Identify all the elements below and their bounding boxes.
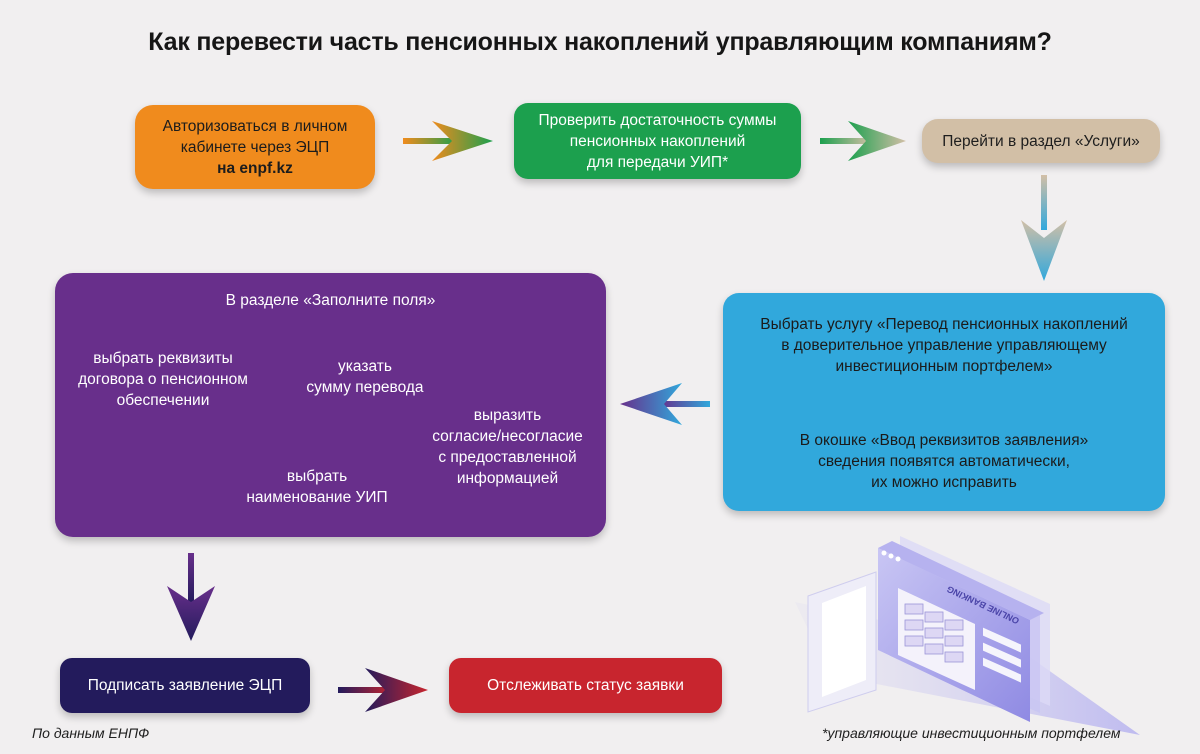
step-choose-line2: в доверительное управление управляющему — [781, 337, 1107, 354]
arrow-login-to-check — [403, 121, 493, 161]
fill-consent-line2: согласие/несогласие — [432, 428, 583, 445]
step-choose-sub1: В окошке «Ввод реквизитов заявления» — [799, 432, 1089, 449]
fill-name-line2: наименование УИП — [246, 489, 388, 506]
fill-requisites-line1: выбрать реквизиты — [93, 350, 233, 367]
step-check-line1: Проверить достаточность суммы — [538, 111, 777, 129]
fill-amount: указать сумму перевода — [295, 356, 435, 398]
step-choose-line3: инвестиционным портфелем» — [835, 358, 1053, 375]
arrow-choose-to-fill — [620, 383, 710, 425]
fill-requisites-line3: обеспечении — [116, 392, 210, 409]
arrow-check-to-services — [820, 121, 906, 161]
step-sign-label: Подписать заявление ЭЦП — [87, 677, 283, 694]
fill-amount-line1: указать — [338, 358, 392, 375]
step-choose-service-box: Выбрать услугу «Перевод пенсионных накоп… — [723, 293, 1165, 511]
step-choose-line1: Выбрать услугу «Перевод пенсионных накоп… — [760, 316, 1128, 333]
step-login-line1: Авторизоваться в личном — [162, 117, 348, 135]
arrow-services-to-choose — [1021, 175, 1067, 281]
fill-consent-line3: с предоставленной — [438, 449, 577, 466]
step-login-site: на enpf.kz — [217, 159, 293, 177]
fill-name: выбрать наименование УИП — [205, 466, 429, 508]
step-track-box: Отслеживать статус заявки — [449, 658, 722, 713]
step-fill-fields-box: В разделе «Заполните поля» выбрать рекви… — [55, 273, 606, 537]
arrow-sign-to-track — [338, 668, 428, 712]
page-title: Как перевести часть пенсионных накоплени… — [148, 28, 1052, 56]
fill-consent-line1: выразить — [473, 407, 542, 424]
fill-requisites-line2: договора о пенсионном — [78, 371, 248, 388]
fill-amount-line2: сумму перевода — [306, 379, 424, 396]
fill-consent-line4: информацией — [456, 470, 559, 487]
step-check-line3: для передачи УИП* — [586, 153, 729, 171]
step-login-box: Авторизоваться в личном кабинете через Э… — [135, 105, 375, 189]
step-check-box: Проверить достаточность суммы пенсионных… — [514, 103, 801, 179]
step-choose-sub3: их можно исправить — [871, 474, 1017, 491]
source-note: По данным ЕНПФ — [32, 725, 150, 741]
step-services-label: Перейти в раздел «Услуги» — [942, 132, 1140, 150]
fill-fields-header: В разделе «Заполните поля» — [225, 292, 436, 309]
fill-requisites: выбрать реквизиты договора о пенсионном … — [55, 348, 271, 411]
step-sign-box: Подписать заявление ЭЦП — [60, 658, 310, 713]
step-login-line2: кабинете через ЭЦП — [180, 138, 330, 156]
arrow-fill-to-sign — [167, 553, 215, 641]
footnote: *управляющие инвестиционным портфелем — [822, 725, 1121, 741]
fill-consent: выразить согласие/несогласие с предостав… — [410, 405, 605, 489]
step-choose-sub2: сведения появятся автоматически, — [818, 453, 1070, 470]
step-check-line2: пенсионных накоплений — [569, 132, 746, 150]
online-banking-illustration — [795, 536, 1140, 735]
step-track-label: Отслеживать статус заявки — [487, 677, 684, 694]
fill-name-line1: выбрать — [286, 468, 348, 485]
step-services-box: Перейти в раздел «Услуги» — [922, 119, 1160, 163]
